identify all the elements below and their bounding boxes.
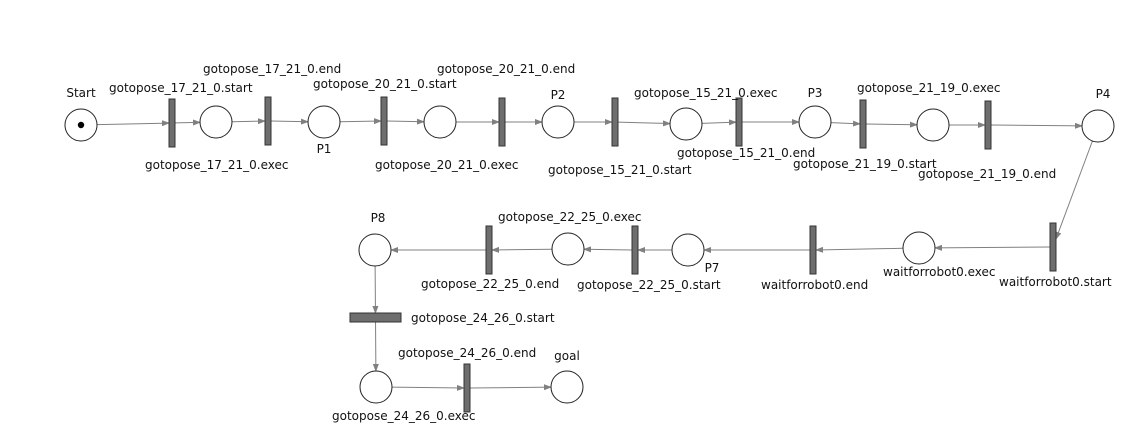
place-exec-17-21[interactable] [199, 105, 233, 139]
exec-place-label: gotopose_24_26_0.exec [332, 409, 475, 423]
arc-p_e-to-t10 [815, 246, 904, 253]
arc-t2-to-p1 [270, 118, 310, 125]
transition-gotopose-21-19-start[interactable] [859, 99, 867, 149]
place-label-start: Start [66, 86, 96, 100]
transition-gotopose-15-21-end[interactable] [735, 97, 743, 147]
arc-p3-to-t7 [830, 120, 861, 127]
exec-place-label: gotopose_15_21_0.exec [634, 86, 777, 100]
place-exec-20-21[interactable] [423, 105, 457, 139]
place-exec-24-26[interactable] [359, 370, 393, 404]
token-dot [77, 121, 85, 129]
arc-t7-to-p_d [865, 121, 919, 128]
transition-label: gotopose_15_21_0.start [548, 163, 692, 177]
place-exec-22-25[interactable] [551, 232, 585, 266]
place-goal[interactable] [550, 370, 584, 404]
arc-p_c-to-t6 [701, 119, 737, 126]
transition-label: gotopose_17_21_0.end [203, 62, 341, 76]
transition-gotopose-24-26-start[interactable] [349, 312, 402, 323]
place-p2[interactable] [541, 105, 575, 139]
transition-label: gotopose_24_26_0.start [411, 311, 555, 325]
transition-label: gotopose_21_19_0.end [918, 167, 1056, 181]
arc-t8-to-p4 [990, 122, 1084, 129]
place-label-p2: P2 [551, 88, 566, 102]
transition-label: gotopose_24_26_0.end [398, 346, 536, 360]
transition-gotopose-17-21-end[interactable] [264, 96, 272, 146]
arc-t11-to-p_f [582, 246, 633, 253]
transition-waitforrobot0-start[interactable] [1049, 222, 1057, 272]
arc-p4-to-t9 [1055, 140, 1093, 240]
place-p8[interactable] [358, 233, 392, 267]
place-p7[interactable] [671, 233, 705, 267]
transition-gotopose-24-26-end[interactable] [463, 363, 471, 413]
place-exec-waitforrobot0[interactable] [902, 231, 936, 265]
transition-gotopose-20-21-end[interactable] [498, 97, 506, 147]
transition-gotopose-21-19-end[interactable] [984, 100, 992, 150]
transition-gotopose-17-21-start[interactable] [168, 98, 176, 148]
transition-label: gotopose_22_25_0.start [577, 278, 721, 292]
place-label-p3: P3 [808, 86, 823, 100]
arc-p1-to-t3 [339, 118, 382, 125]
transition-waitforrobot0-end[interactable] [809, 225, 817, 275]
place-label-p1: P1 [317, 142, 332, 156]
exec-place-label: gotopose_21_19_0.exec [857, 81, 1000, 95]
transition-gotopose-22-25-start[interactable] [631, 225, 639, 275]
arc-start-to-t1 [96, 120, 170, 127]
arc-t9-to-p_e [933, 244, 1051, 251]
place-label-goal: goal [554, 349, 580, 363]
exec-place-label: gotopose_17_21_0.exec [145, 158, 288, 172]
place-label-p7: P7 [705, 261, 720, 275]
place-label-p8: P8 [371, 211, 386, 225]
transition-label: gotopose_20_21_0.start [313, 77, 457, 91]
transition-label: gotopose_21_19_0.start [793, 157, 937, 171]
transition-label: gotopose_15_21_0.end [677, 146, 815, 160]
transition-label: gotopose_17_21_0.start [109, 81, 253, 95]
arc-t3-to-p_b [386, 118, 426, 125]
arc-t1-to-p_a [174, 119, 202, 126]
arc-p_g-to-t14 [391, 384, 465, 391]
transition-gotopose-22-25-end[interactable] [485, 225, 493, 275]
transition-gotopose-15-21-start[interactable] [611, 97, 619, 147]
place-exec-21-19[interactable] [916, 108, 950, 142]
transition-label: gotopose_22_25_0.end [421, 277, 559, 291]
transition-label: waitforrobot0.end [761, 278, 868, 292]
exec-place-label: gotopose_22_25_0.exec [498, 210, 641, 224]
exec-place-label: gotopose_20_21_0.exec [375, 158, 518, 172]
place-label-p4: P4 [1096, 87, 1111, 101]
place-exec-15-21[interactable] [669, 107, 703, 141]
transition-label: waitforrobot0.start [999, 275, 1112, 289]
place-p1[interactable] [307, 105, 341, 139]
transition-gotopose-20-21-start[interactable] [380, 96, 388, 146]
arc-p_a-to-t2 [231, 118, 266, 125]
place-p4[interactable] [1081, 109, 1115, 143]
arcs-layer [96, 118, 1093, 391]
exec-place-label: waitforrobot0.exec [883, 265, 996, 279]
arc-p_f-to-t12 [491, 246, 553, 253]
place-p3[interactable] [798, 105, 832, 139]
arc-t5-to-p_c [617, 120, 672, 127]
place-start[interactable] [64, 108, 98, 142]
arc-t14-to-goal [469, 384, 553, 391]
transition-label: gotopose_20_21_0.end [437, 62, 575, 76]
